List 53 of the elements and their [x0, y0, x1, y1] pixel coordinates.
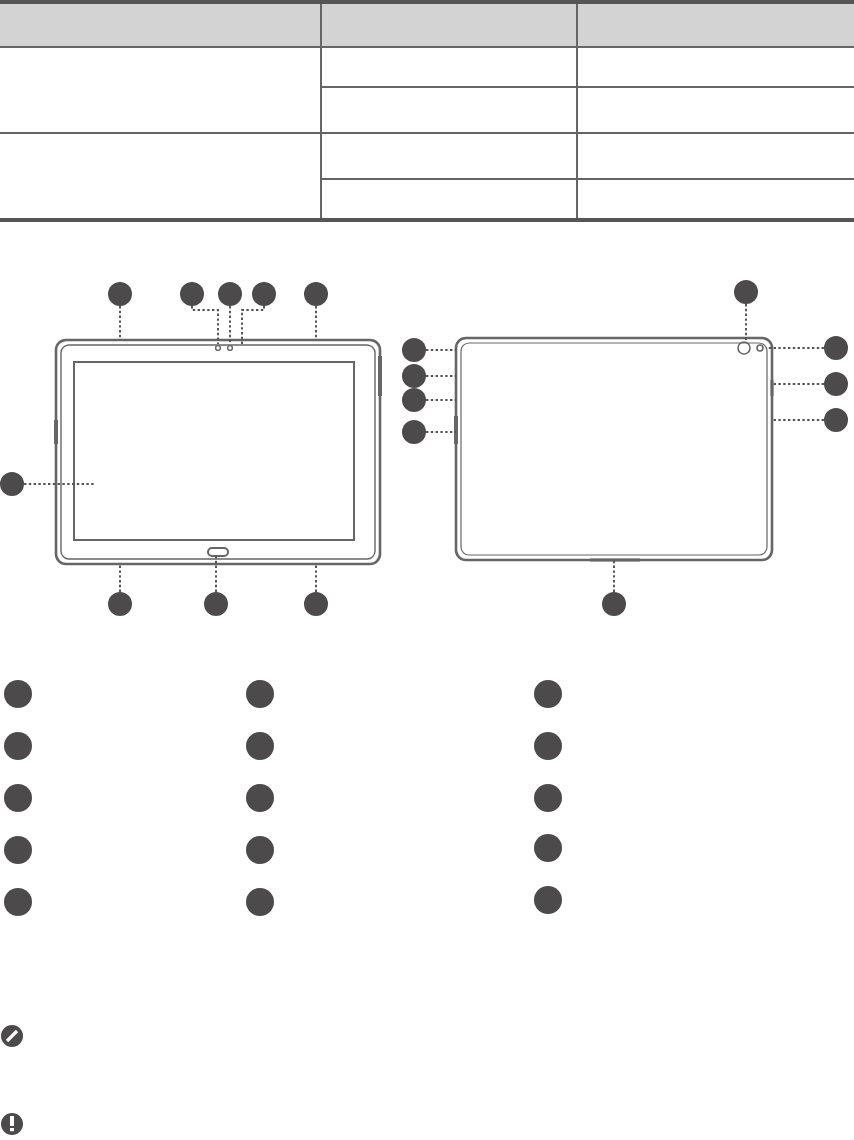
callout-dot	[824, 408, 848, 432]
leader-line	[771, 419, 825, 421]
callout-dot	[402, 420, 426, 444]
leader-line	[119, 305, 121, 341]
callout-dot	[534, 834, 562, 862]
leader-line	[229, 305, 231, 345]
leader-line	[425, 399, 457, 401]
callout-dot	[108, 592, 132, 616]
callout-dot	[246, 836, 274, 864]
leader-line	[23, 483, 95, 485]
callout-dot	[4, 732, 32, 760]
callout-dot	[180, 282, 204, 306]
callout-dot	[402, 338, 426, 362]
callout-dot	[218, 282, 242, 306]
leader-line	[191, 305, 219, 345]
leader-line	[215, 553, 217, 593]
callout-dot	[252, 282, 276, 306]
callout-dot	[304, 282, 328, 306]
callout-dot	[246, 680, 274, 708]
callout-dot	[402, 364, 426, 388]
callout-dot	[534, 784, 562, 812]
callout-dot	[534, 886, 562, 914]
leader-line	[745, 303, 747, 343]
leader-line	[425, 349, 457, 351]
callout-dot	[304, 592, 328, 616]
callout-dot	[4, 680, 32, 708]
callout-dot	[246, 784, 274, 812]
callout-dot	[824, 372, 848, 396]
leader-line	[241, 305, 265, 347]
callout-dot	[4, 784, 32, 812]
callout-dot	[534, 680, 562, 708]
callout-dot	[204, 592, 228, 616]
leader-line	[425, 375, 457, 377]
callout-dot	[246, 888, 274, 916]
callout-dot	[602, 592, 626, 616]
leader-line	[315, 563, 317, 593]
leader-line	[425, 431, 457, 433]
leader-line	[771, 383, 825, 385]
leader-line	[119, 563, 121, 593]
callout-dot	[402, 388, 426, 412]
callout-dot	[108, 282, 132, 306]
leader-line	[315, 305, 317, 341]
callout-dot	[4, 888, 32, 916]
callout-dot	[824, 336, 848, 360]
tablet-front-drawing	[54, 338, 382, 566]
callout-dot	[0, 472, 24, 496]
callout-dot	[246, 732, 274, 760]
callout-dot	[4, 836, 32, 864]
tablet-back-drawing	[454, 336, 774, 562]
leader-line	[613, 559, 615, 593]
callout-dot	[534, 732, 562, 760]
leader-line	[765, 347, 825, 349]
callout-dot	[734, 280, 758, 304]
